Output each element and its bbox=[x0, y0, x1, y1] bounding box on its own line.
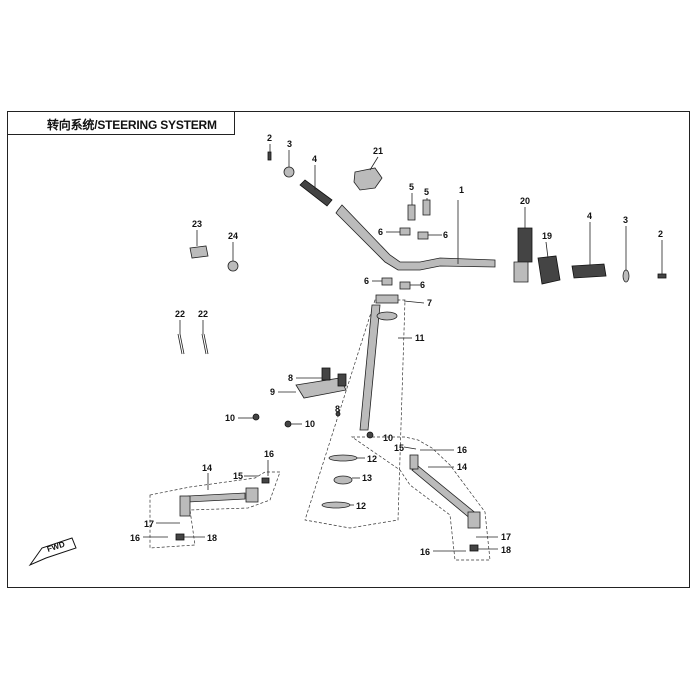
left-bar-end-cap bbox=[283, 150, 295, 178]
callout-19: 19 bbox=[542, 231, 552, 241]
callout-12-upper: 12 bbox=[367, 454, 377, 464]
callout-16-left-top: 16 bbox=[264, 449, 274, 459]
lower-handlebar-clamps bbox=[372, 277, 420, 290]
callout-7: 7 bbox=[427, 298, 432, 308]
callout-1: 1 bbox=[459, 185, 464, 195]
callout-23: 23 bbox=[192, 219, 202, 229]
callout-6-lower-right: 6 bbox=[420, 280, 425, 290]
right-switch-housing bbox=[537, 241, 561, 285]
diagram-title: 转向系统/STEERING SYSTERM bbox=[47, 118, 217, 132]
callout-6-lower-left: 6 bbox=[364, 276, 369, 286]
title-box bbox=[7, 111, 235, 135]
callout-22-b: 22 bbox=[198, 309, 208, 319]
right-grip bbox=[571, 222, 607, 279]
forward-direction-arrow: FWD bbox=[28, 537, 77, 567]
handlebar-clamp-bolts bbox=[407, 193, 431, 221]
callout-16-left-bottom: 16 bbox=[130, 533, 140, 543]
clip-fastener bbox=[227, 242, 239, 272]
cotter-pins bbox=[177, 320, 209, 355]
callout-15-left: 15 bbox=[233, 471, 243, 481]
callout-17-left: 17 bbox=[144, 519, 154, 529]
callout-10-c: 10 bbox=[383, 433, 393, 443]
callout-17-right: 17 bbox=[501, 532, 511, 542]
right-bar-end-cap bbox=[622, 226, 630, 283]
callout-22-a: 22 bbox=[175, 309, 185, 319]
rubber-grommet bbox=[189, 230, 209, 259]
ignition-key-switch bbox=[513, 207, 533, 283]
upper-handlebar-clamps bbox=[386, 227, 442, 240]
left-bar-end-screw bbox=[267, 144, 272, 161]
callout-14-left: 14 bbox=[202, 463, 212, 473]
callout-2-right: 2 bbox=[658, 229, 663, 239]
right-tie-rod bbox=[350, 436, 498, 561]
right-bar-end-screw bbox=[657, 240, 667, 279]
throttle-housing bbox=[353, 156, 383, 191]
callout-15-right: 15 bbox=[394, 443, 404, 453]
callout-2: 2 bbox=[267, 133, 272, 143]
callout-24: 24 bbox=[228, 231, 238, 241]
callout-14-right: 14 bbox=[457, 462, 467, 472]
lower-column-bushings bbox=[321, 454, 365, 509]
callout-16-right-top: 16 bbox=[457, 445, 467, 455]
left-grip bbox=[299, 165, 333, 207]
callout-5: 5 bbox=[409, 182, 414, 192]
callout-18-left: 18 bbox=[207, 533, 217, 543]
steering-column bbox=[304, 294, 425, 529]
callout-8-b: 8 bbox=[335, 404, 340, 414]
callout-21: 21 bbox=[373, 146, 383, 156]
callout-3: 3 bbox=[287, 139, 292, 149]
steering-bushing-block bbox=[278, 367, 347, 399]
callout-5-b: 5 bbox=[424, 187, 429, 197]
callout-10-a: 10 bbox=[225, 413, 235, 423]
callout-20: 20 bbox=[520, 196, 530, 206]
callout-10-b: 10 bbox=[305, 419, 315, 429]
callout-12-lower: 12 bbox=[356, 501, 366, 511]
callout-4-right: 4 bbox=[587, 211, 592, 221]
callout-6-upper-left: 6 bbox=[378, 227, 383, 237]
callout-4: 4 bbox=[312, 154, 317, 164]
callout-9: 9 bbox=[270, 387, 275, 397]
diagram-frame bbox=[7, 111, 690, 588]
callout-8: 8 bbox=[288, 373, 293, 383]
left-tie-rod bbox=[143, 460, 281, 549]
callout-18-right: 18 bbox=[501, 545, 511, 555]
callout-11: 11 bbox=[415, 333, 425, 343]
bushing-fasteners bbox=[238, 411, 374, 439]
callout-labels: 1 2 2 3 3 4 4 5 5 6 6 6 6 7 8 8 9 10 10 … bbox=[130, 133, 663, 557]
handlebar bbox=[335, 200, 496, 271]
callout-16-right-bottom: 16 bbox=[420, 547, 430, 557]
callout-3-right: 3 bbox=[623, 215, 628, 225]
callout-13: 13 bbox=[362, 473, 372, 483]
callout-6-upper-right: 6 bbox=[443, 230, 448, 240]
